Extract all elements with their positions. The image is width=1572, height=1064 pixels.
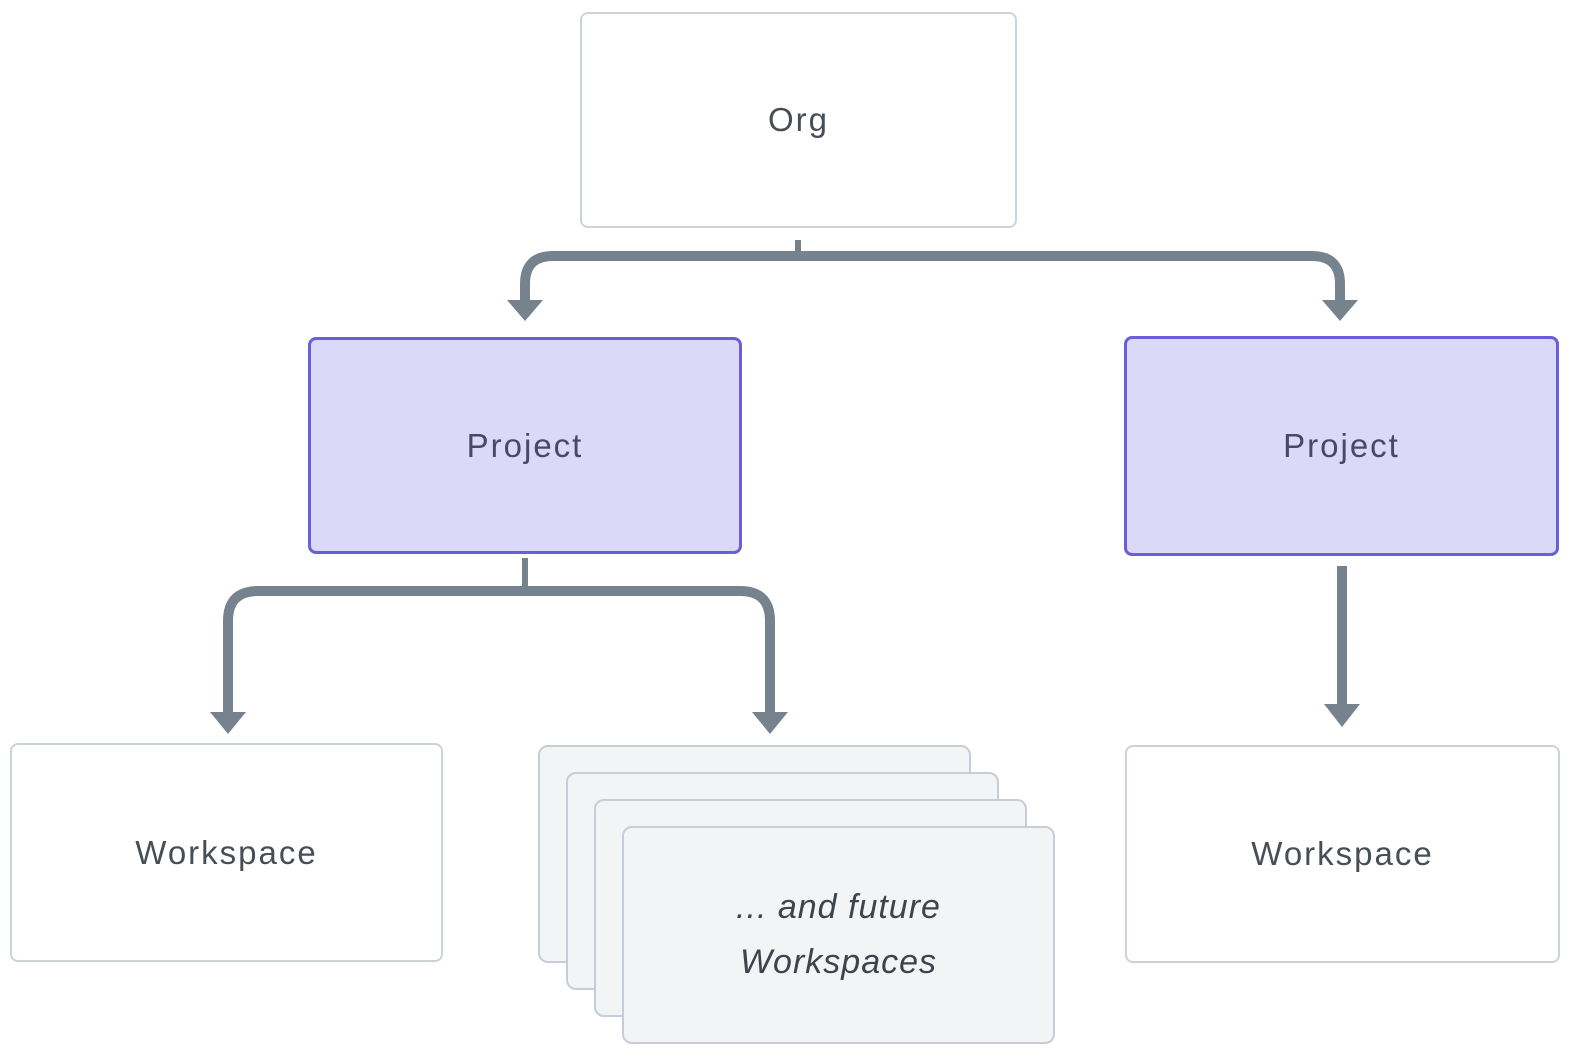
- node-org-label: Org: [767, 101, 829, 138]
- future-workspaces-label-line1: ... and future: [736, 887, 941, 926]
- node-project-right-label: Project: [1283, 427, 1400, 464]
- node-workspace-left-label: Workspace: [135, 833, 318, 871]
- org-branch-connector: [520, 251, 1345, 302]
- future-workspaces-label-line2: Workspaces: [739, 943, 938, 981]
- node-project-left-label: Project: [466, 426, 584, 464]
- arrowhead-to-workspace-right: [1324, 704, 1360, 727]
- arrowhead-to-future-workspaces: [752, 712, 788, 734]
- project-left-branch-connector: [223, 586, 775, 714]
- arrowhead-to-workspace-left: [210, 712, 246, 734]
- node-project-right: Project: [1124, 336, 1559, 556]
- node-future-workspaces: ... and future Workspaces: [622, 826, 1055, 1044]
- node-workspace-right-label: Workspace: [1251, 835, 1434, 872]
- node-workspace-left: Workspace: [10, 743, 443, 962]
- node-workspace-right: Workspace: [1125, 745, 1560, 963]
- node-org: Org: [580, 12, 1017, 228]
- arrowhead-to-project-left: [507, 300, 543, 321]
- arrowhead-to-project-right: [1322, 300, 1358, 321]
- node-project-left: Project: [308, 337, 742, 554]
